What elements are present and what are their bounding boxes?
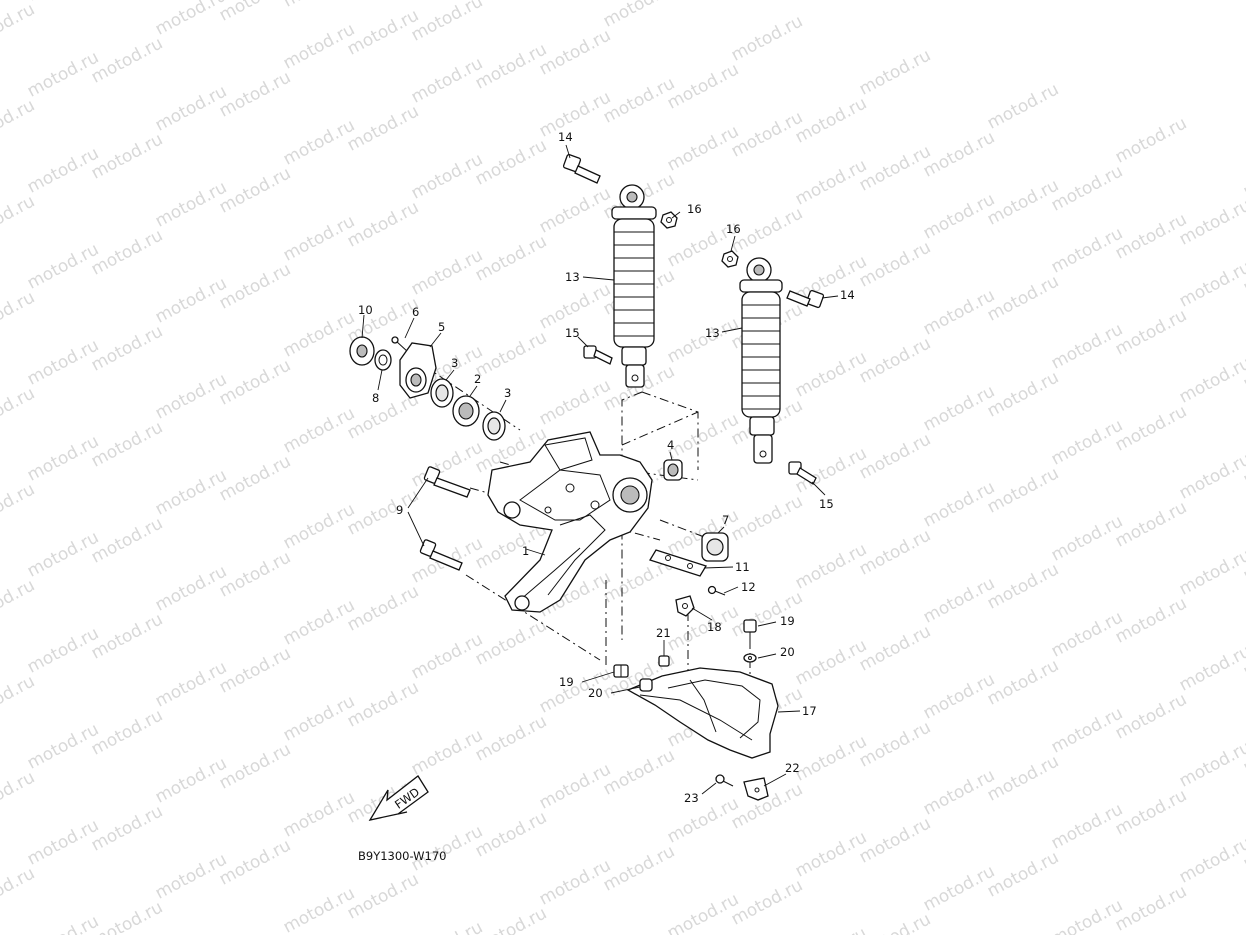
callout-19-right: 19 <box>780 614 795 628</box>
swing-arm-part-1 <box>487 431 653 613</box>
callout-13-left: 13 <box>565 270 580 284</box>
clamp-part-18 <box>675 595 695 617</box>
leader-lines <box>361 144 839 795</box>
bolt-part-6 <box>391 336 409 353</box>
diagram-code: B9Y1300-W170 <box>358 849 447 863</box>
washer-part-20-right <box>743 653 757 663</box>
callout-13-right: 13 <box>705 326 720 340</box>
callout-14-left: 14 <box>558 130 573 144</box>
stay-part-11 <box>649 549 707 577</box>
callout-17: 17 <box>802 704 817 718</box>
bolt-part-23 <box>715 774 734 787</box>
oil-seal-part-3b <box>482 411 506 441</box>
callout-10: 10 <box>358 303 373 317</box>
collar-part-20-left <box>639 678 653 692</box>
bolt-part-14-right <box>786 289 825 309</box>
collar-part-8 <box>374 349 392 371</box>
callout-11: 11 <box>735 560 750 574</box>
guard-part-17 <box>626 667 779 759</box>
callout-3-right: 3 <box>504 386 511 400</box>
callout-20-left: 20 <box>588 686 603 700</box>
screw-part-12 <box>707 585 726 596</box>
collar-part-7 <box>701 532 729 562</box>
collar-part-4 <box>663 459 683 481</box>
bolt-part-14-left <box>562 153 601 184</box>
callout-22: 22 <box>785 761 800 775</box>
shock-absorber-part-13-left <box>611 184 657 388</box>
nut-part-16-left <box>660 211 678 229</box>
callout-1: 1 <box>522 544 529 558</box>
callout-3-left: 3 <box>451 356 458 370</box>
bolt-part-19-right <box>743 619 757 640</box>
oil-seal-part-3a <box>430 378 454 408</box>
shock-absorber-part-13-right <box>739 257 783 464</box>
callout-6: 6 <box>412 305 419 319</box>
callout-16-left: 16 <box>687 202 702 216</box>
bolt-part-15-left <box>583 345 613 365</box>
bolt-part-19-left <box>613 664 629 678</box>
callout-numbers: 1 2 3 3 4 5 6 7 8 9 10 11 12 13 13 14 14… <box>358 130 855 805</box>
bearing-part-2 <box>452 395 480 427</box>
bolt-part-9-upper <box>423 466 471 498</box>
bolt-part-9-lower <box>419 539 463 571</box>
callout-23: 23 <box>684 791 699 805</box>
callout-16-right: 16 <box>726 222 741 236</box>
callout-14-right: 14 <box>840 288 855 302</box>
callout-15-left: 15 <box>565 326 580 340</box>
bolt-part-15-right <box>788 461 817 485</box>
nut-part-16-right <box>721 250 739 268</box>
callout-7: 7 <box>722 513 729 527</box>
callout-2: 2 <box>474 372 481 386</box>
bracket-part-22 <box>743 777 769 801</box>
callout-21: 21 <box>656 626 671 640</box>
callout-19-left: 19 <box>559 675 574 689</box>
callout-9: 9 <box>396 503 403 517</box>
nut-part-10 <box>349 336 375 366</box>
forward-direction-arrow: FWD <box>368 775 429 821</box>
callout-15-right: 15 <box>819 497 834 511</box>
callout-5: 5 <box>438 320 445 334</box>
bearing-housing-part-5 <box>399 342 437 399</box>
callout-8: 8 <box>372 391 379 405</box>
callout-4: 4 <box>667 438 674 452</box>
callout-20-right: 20 <box>780 645 795 659</box>
collar-part-21 <box>658 655 670 667</box>
callout-12: 12 <box>741 580 756 594</box>
callout-18: 18 <box>707 620 722 634</box>
